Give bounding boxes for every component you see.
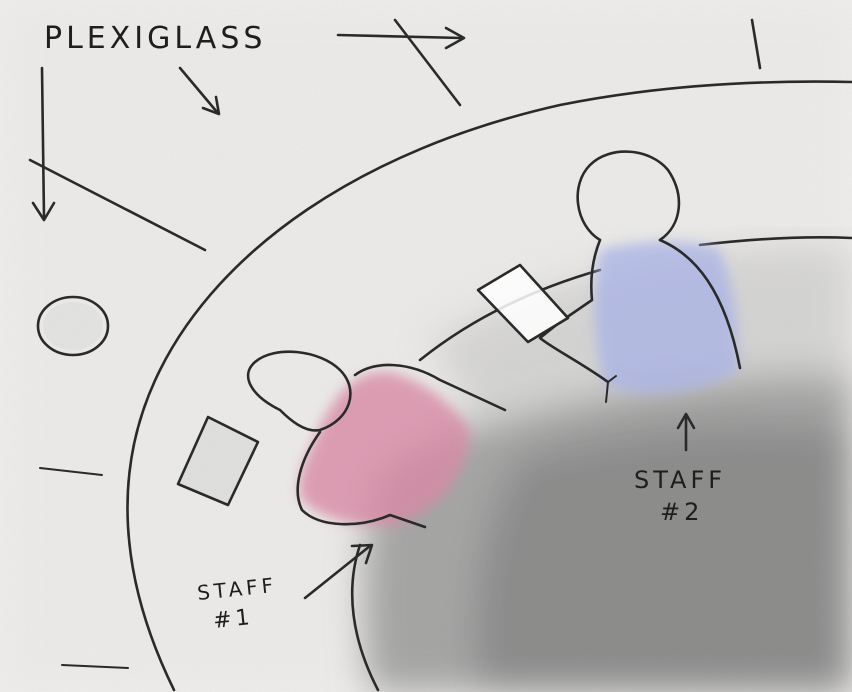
- plexiglass-label: PLEXIGLASS: [44, 21, 266, 56]
- round-object-shade: [43, 302, 103, 350]
- staff-2-label-line1: STAFF: [634, 466, 726, 494]
- staff-1-label-line2: #1: [212, 605, 255, 634]
- staff-2-label-line2: #2: [660, 498, 703, 526]
